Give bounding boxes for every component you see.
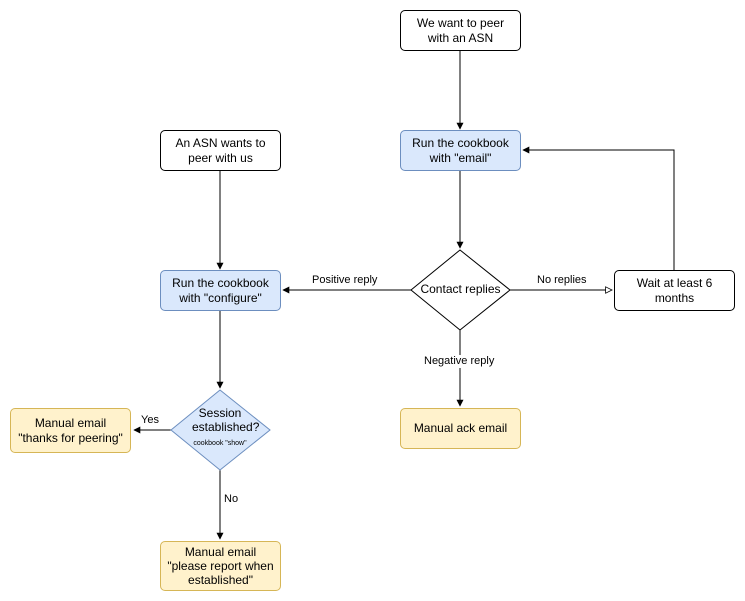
node-asn-wants: An ASN wants to peer with us	[160, 130, 281, 171]
node-run-email: Run the cookbook with "email"	[400, 130, 521, 171]
node-manual-please-label: Manual email "please report when establi…	[167, 545, 274, 587]
node-run-email-label: Run the cookbook with "email"	[412, 135, 509, 165]
node-asn-wants-label: An ASN wants to peer with us	[175, 135, 266, 165]
node-manual-thanks-label: Manual email "thanks for peering"	[18, 415, 123, 445]
contact-replies-diamond	[410, 249, 511, 331]
node-manual-ack-label: Manual ack email	[413, 421, 508, 435]
node-run-configure-label: Run the cookbook with "configure"	[172, 275, 269, 305]
edge-label-no-replies: No replies	[537, 274, 587, 287]
session-diamond	[170, 389, 271, 471]
node-manual-please: Manual email "please report when establi…	[160, 541, 281, 591]
session-title-label: Session established?	[192, 406, 260, 434]
edge-label-negative-reply: Negative reply	[424, 355, 495, 368]
node-peer-with-asn-label: We want to peer with an ASN	[416, 15, 505, 45]
contact-replies-label: Contact replies	[420, 282, 501, 296]
edge-wait-loop	[522, 146, 675, 270]
node-run-configure: Run the cookbook with "configure"	[160, 270, 281, 311]
edge-label-yes: Yes	[141, 414, 159, 427]
edge-label-no: No	[224, 493, 239, 506]
node-manual-ack: Manual ack email	[400, 408, 521, 449]
node-manual-thanks: Manual email "thanks for peering"	[10, 408, 131, 453]
edge-label-positive-reply: Positive reply	[312, 274, 378, 287]
node-wait: Wait at least 6 months	[614, 270, 735, 311]
node-wait-label: Wait at least 6 months	[636, 275, 713, 305]
node-peer-with-asn: We want to peer with an ASN	[400, 10, 521, 51]
session-sub-label: cookbook "show"	[193, 440, 247, 447]
